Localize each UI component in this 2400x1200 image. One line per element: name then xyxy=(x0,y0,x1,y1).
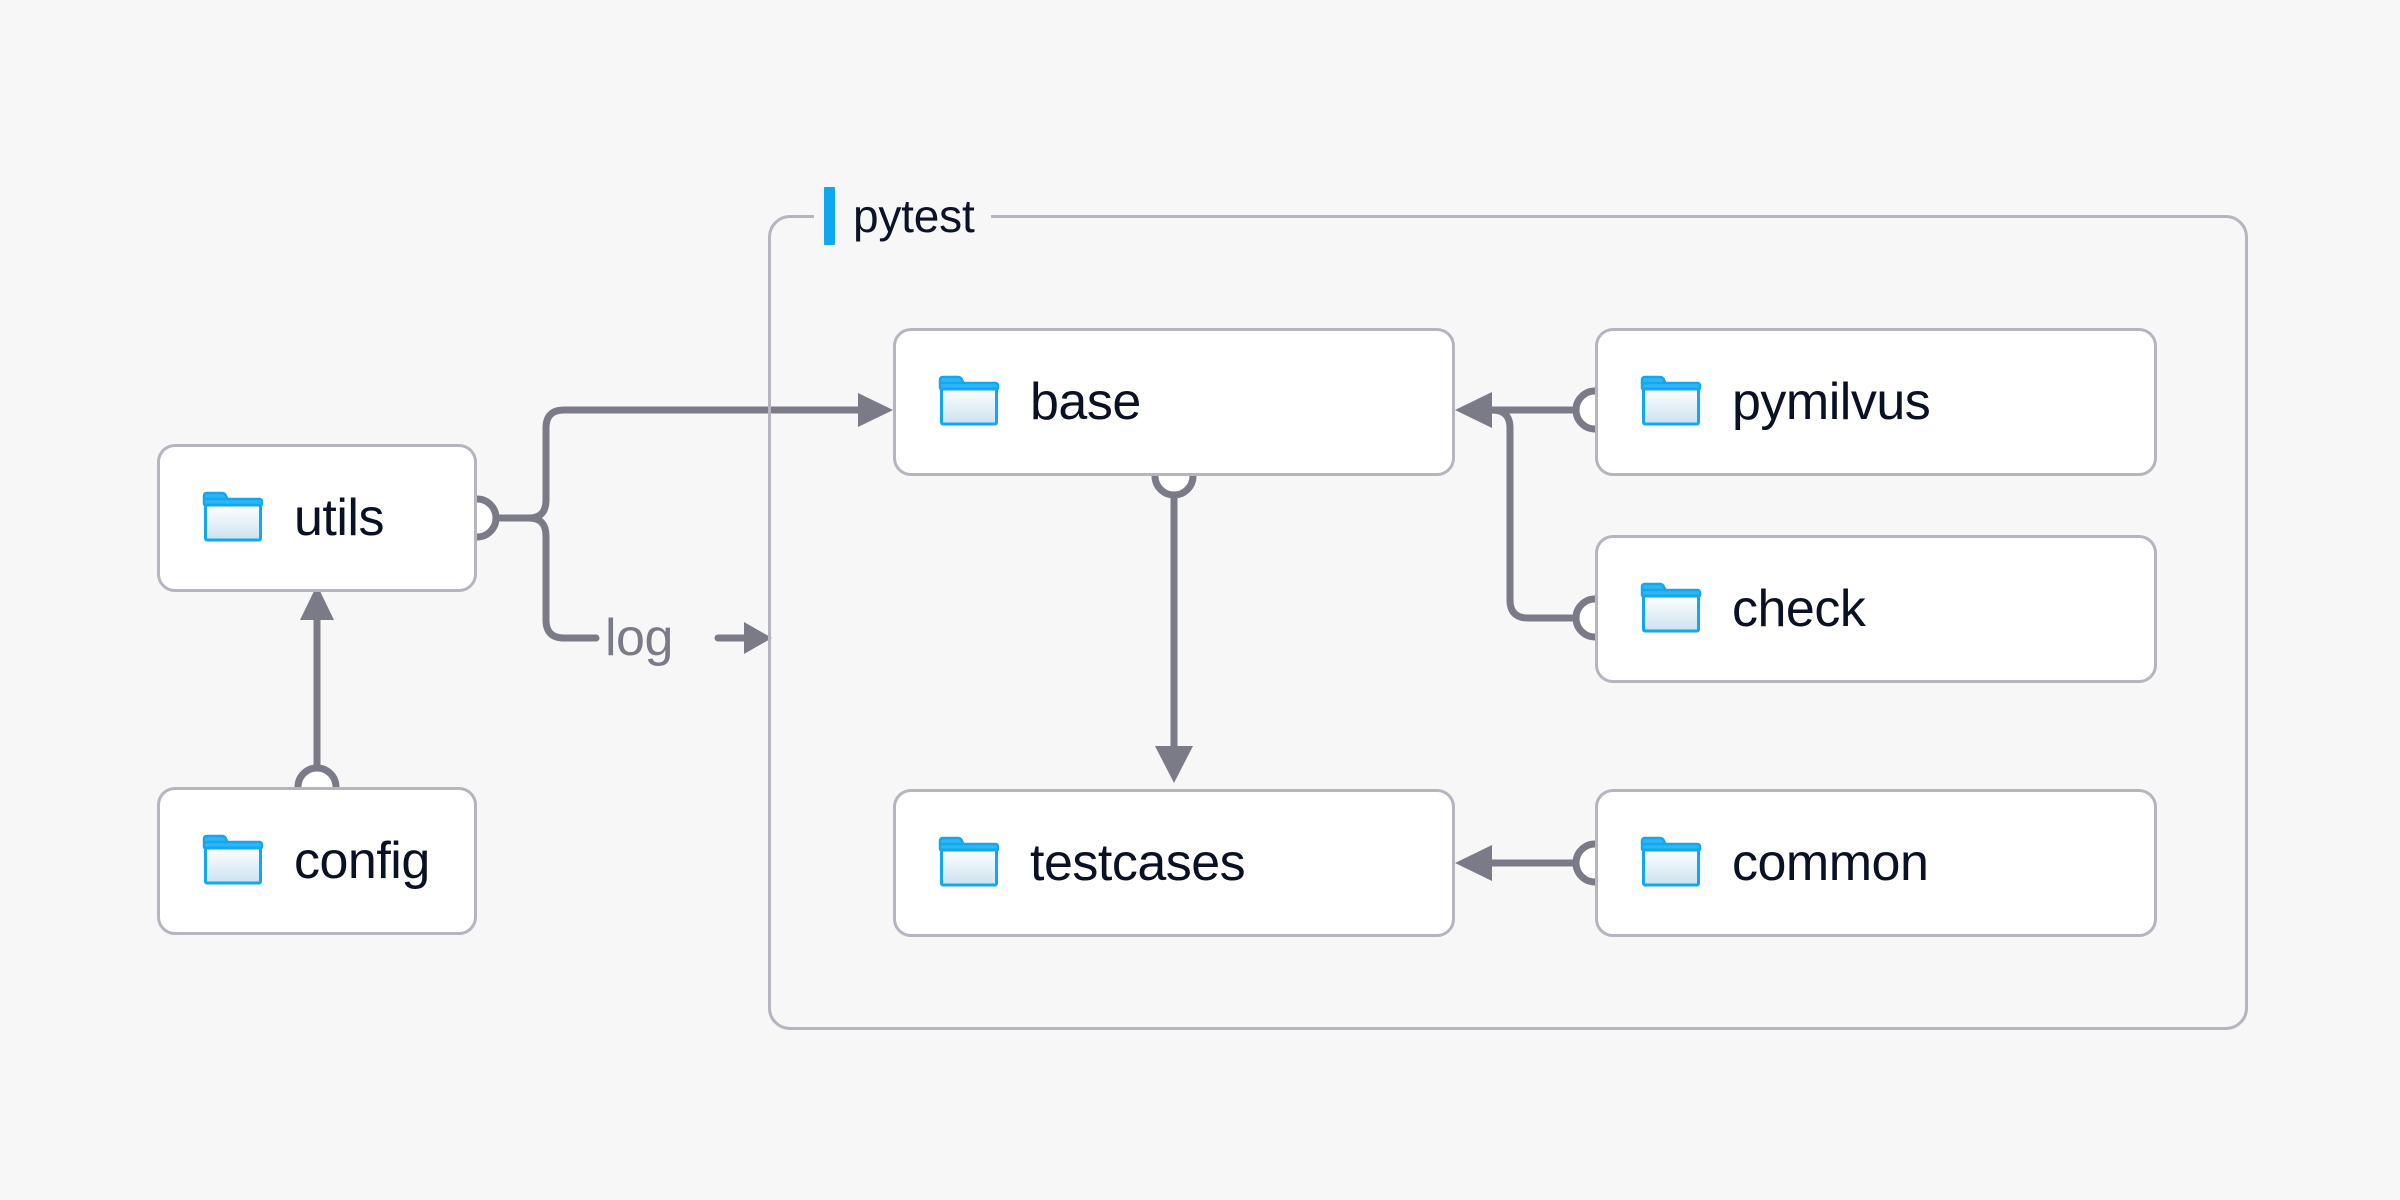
node-label: base xyxy=(1030,373,1141,431)
node-pymilvus[interactable]: pymilvus xyxy=(1595,328,2157,476)
folder-icon xyxy=(1640,836,1702,887)
node-label: common xyxy=(1732,834,1929,892)
node-utils[interactable]: utils xyxy=(157,444,477,592)
node-common[interactable]: common xyxy=(1595,789,2157,937)
folder-icon xyxy=(202,491,264,542)
folder-icon xyxy=(202,834,264,885)
node-label: pymilvus xyxy=(1732,373,1931,431)
folder-icon xyxy=(938,375,1000,426)
node-label: utils xyxy=(294,489,384,547)
node-label: testcases xyxy=(1030,834,1246,892)
group-pytest[interactable] xyxy=(768,215,2248,1030)
folder-icon xyxy=(938,836,1000,887)
group-label-text: pytest xyxy=(853,190,975,242)
edge-log-label: log xyxy=(605,609,772,667)
node-label: config xyxy=(294,832,430,890)
folder-icon xyxy=(1640,375,1702,426)
group-pytest-label: pytest xyxy=(814,185,991,247)
folder-icon xyxy=(1640,582,1702,633)
accent-bar-icon xyxy=(824,187,835,245)
edge-config-to-utils xyxy=(294,585,340,810)
node-base[interactable]: base xyxy=(893,328,1455,476)
node-label: check xyxy=(1732,580,1866,638)
edge-label-log: log xyxy=(605,609,673,667)
node-config[interactable]: config xyxy=(157,787,477,935)
node-check[interactable]: check xyxy=(1595,535,2157,683)
node-testcases[interactable]: testcases xyxy=(893,789,1455,937)
